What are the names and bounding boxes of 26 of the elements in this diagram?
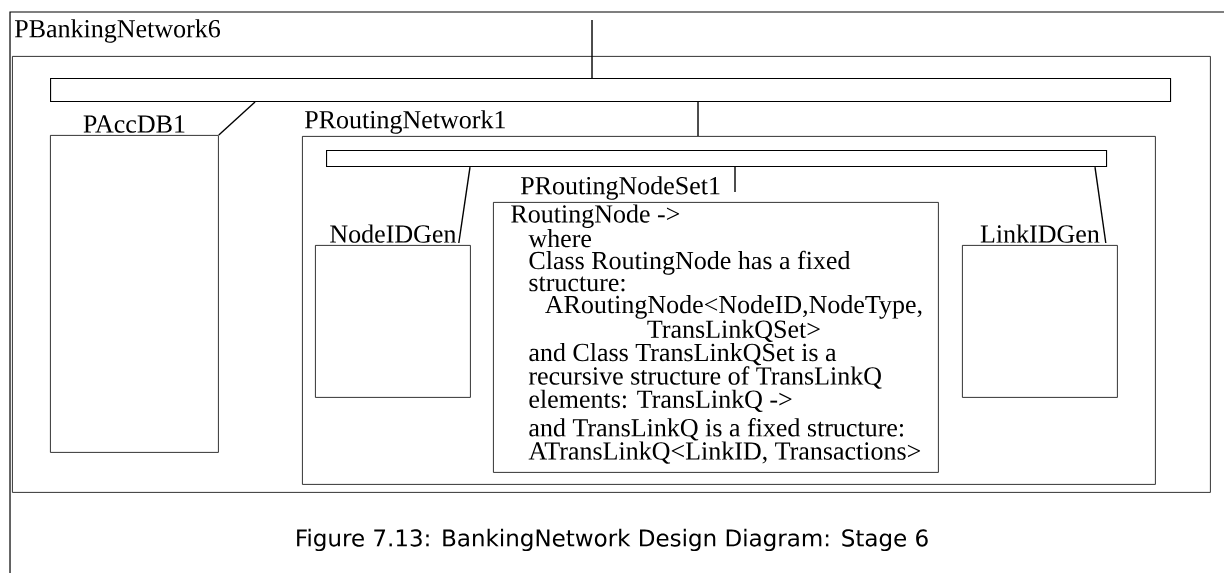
process-box: [50, 115, 219, 453]
heading: LinkIDGen: [980, 224, 1100, 243]
heading: PRoutingNodeSet1: [520, 176, 720, 200]
body-text: where: [528, 229, 591, 248]
heading: NodeIDGen: [330, 224, 457, 243]
body-text: Class RoutingNode has a fixed structure:: [529, 250, 851, 292]
connector-line: [734, 166, 736, 193]
heading: PBankingNetwork6: [14, 19, 220, 43]
outer-box: [12, 56, 1211, 493]
bus-bar: [326, 150, 1108, 168]
connector-line: [591, 19, 593, 79]
process-box: [302, 110, 1156, 485]
connector-line: [697, 101, 699, 137]
connector-line: [1094, 166, 1107, 244]
process-box: [315, 224, 471, 398]
figure-caption: Figure 7.13: BankingNetwork Design Diagram: Stage 6: [297, 528, 928, 552]
body-text: and TransLinkQ is a fixed structure: ATransLinkQ<LinkID, Transactions>: [528, 418, 921, 464]
process-box: [493, 176, 939, 473]
heading: PAccDB1: [83, 115, 185, 133]
heading: PRoutingNetwork1: [304, 110, 505, 134]
page-frame: [9, 11, 1224, 573]
connector-line: [458, 166, 471, 244]
connector-line: [218, 101, 256, 136]
process-box: [962, 224, 1118, 398]
body-text: RoutingNode ->: [511, 204, 680, 229]
bus-bar: [50, 78, 1172, 103]
